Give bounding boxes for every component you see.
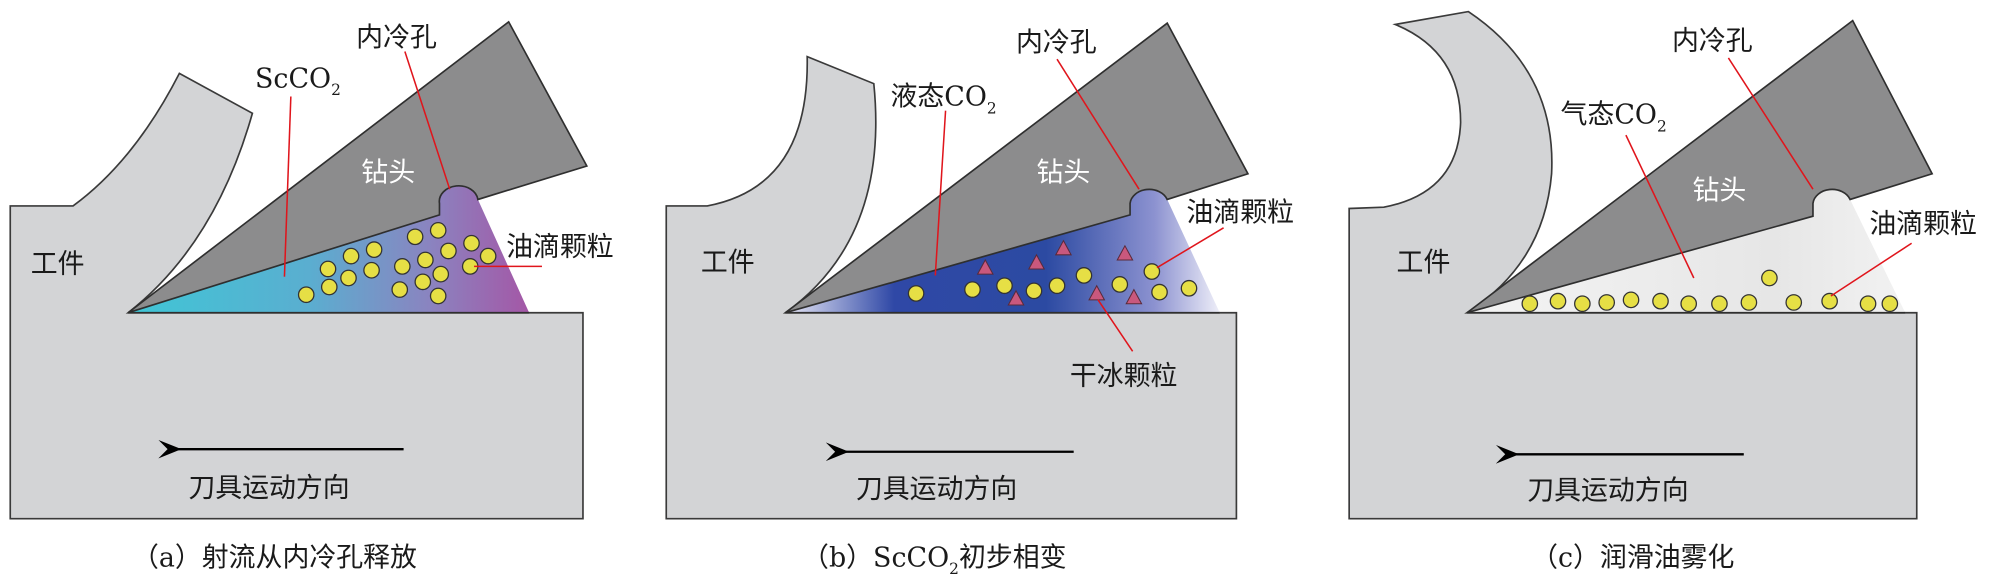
drill [1466,19,1934,314]
particles [1521,269,1899,313]
gaseous-co2-region [1467,189,1906,313]
dry-ice-particle [1027,253,1046,270]
label-oil-droplets: 油滴颗粒 [506,232,614,263]
liquid-co2-jet [785,189,1220,313]
oil-droplet [1574,295,1591,313]
oil-droplet [1881,295,1899,313]
drill [127,20,589,314]
oil-droplet [297,286,315,304]
dry-ice-particle [1116,244,1134,261]
workpiece [665,55,1238,520]
oil-droplet [1549,292,1567,310]
oil-droplet [1075,267,1093,284]
oil-droplet [907,285,925,302]
oil-droplet [365,241,383,259]
label-drill: 钻头 [1037,157,1091,188]
label-workpiece: 工件 [1397,247,1451,278]
oil-droplet [1598,294,1616,311]
oil-droplet [393,258,411,275]
label-workpiece: 工件 [701,247,755,278]
label-tool-motion: 刀具运动方向 [1527,475,1688,506]
caption-a: （a）射流从内冷孔释放 [132,542,417,573]
panel-c: 内冷孔 气态CO2 钻头 油滴颗粒 工件 刀具运动方向 （c）润滑油雾化 [1348,10,1977,573]
oil-droplet [1025,282,1043,300]
oil-droplet [363,261,380,279]
oil-droplet [1821,292,1838,310]
oil-droplet [340,269,357,287]
oil-droplet [1652,292,1669,310]
label-tool-motion: 刀具运动方向 [856,474,1017,505]
oil-droplet [1180,279,1198,297]
label-cooling-hole: 内冷孔 [356,22,437,53]
oil-droplet [1521,295,1539,313]
particles [297,222,497,305]
label-fluid: 气态CO2 [1561,99,1667,135]
oil-droplet [964,281,981,298]
oil-droplet [1761,269,1778,287]
label-drill: 钻头 [1693,175,1747,206]
oil-droplet [996,277,1013,295]
oil-droplet [1740,294,1758,311]
label-cooling-hole: 内冷孔 [1672,26,1753,57]
dry-ice-particle [1088,284,1106,301]
oil-droplet [1711,295,1728,313]
dry-ice-particle [1007,289,1025,306]
particles [907,239,1198,306]
oil-droplet [1859,295,1877,313]
oil-droplet [1048,277,1066,295]
oil-droplet [1785,294,1803,311]
oil-droplet [1151,283,1168,301]
oil-droplet [391,281,409,298]
dry-ice-particle [1054,239,1072,256]
oil-droplet [414,273,432,291]
oil-droplet [417,251,434,269]
panel-b: 内冷孔 液态CO2 钻头 油滴颗粒 干冰颗粒 工件 刀具运动方向 （b）ScCO… [665,21,1294,578]
label-dry-ice: 干冰颗粒 [1070,361,1178,392]
oil-droplet [479,247,497,265]
oil-droplet [432,265,450,283]
oil-droplet [440,242,457,260]
oil-droplet [429,222,447,239]
label-drill: 钻头 [361,157,415,188]
drill [784,21,1250,314]
label-fluid: ScCO2 [255,63,341,99]
workpiece [1348,10,1918,520]
oil-droplet [1111,276,1129,293]
oil-droplet [320,278,338,296]
label-tool-motion: 刀具运动方向 [188,473,349,504]
panel-a: 内冷孔 ScCO2 钻头 油滴颗粒 工件 刀具运动方向 （a）射流从内冷孔释放 [9,20,614,573]
oil-droplet [429,287,447,305]
label-cooling-hole: 内冷孔 [1016,27,1097,58]
workpiece [9,72,584,520]
label-workpiece: 工件 [31,249,85,280]
oil-droplet [1680,295,1698,313]
caption-c: （c）润滑油雾化 [1531,542,1734,573]
dry-ice-particle [976,258,994,275]
oil-droplet [319,260,337,278]
oil-droplet [342,247,360,265]
oil-droplet [1622,291,1640,309]
oil-droplet [406,228,424,246]
label-oil-droplets: 油滴颗粒 [1186,197,1294,228]
label-fluid: 液态CO2 [890,81,996,117]
caption-b: （b）ScCO2初步相变 [802,542,1066,578]
oil-droplet [463,234,480,252]
oil-droplet [1143,263,1161,280]
label-oil-droplets: 油滴颗粒 [1869,209,1977,240]
dry-ice-particle [1125,288,1143,305]
